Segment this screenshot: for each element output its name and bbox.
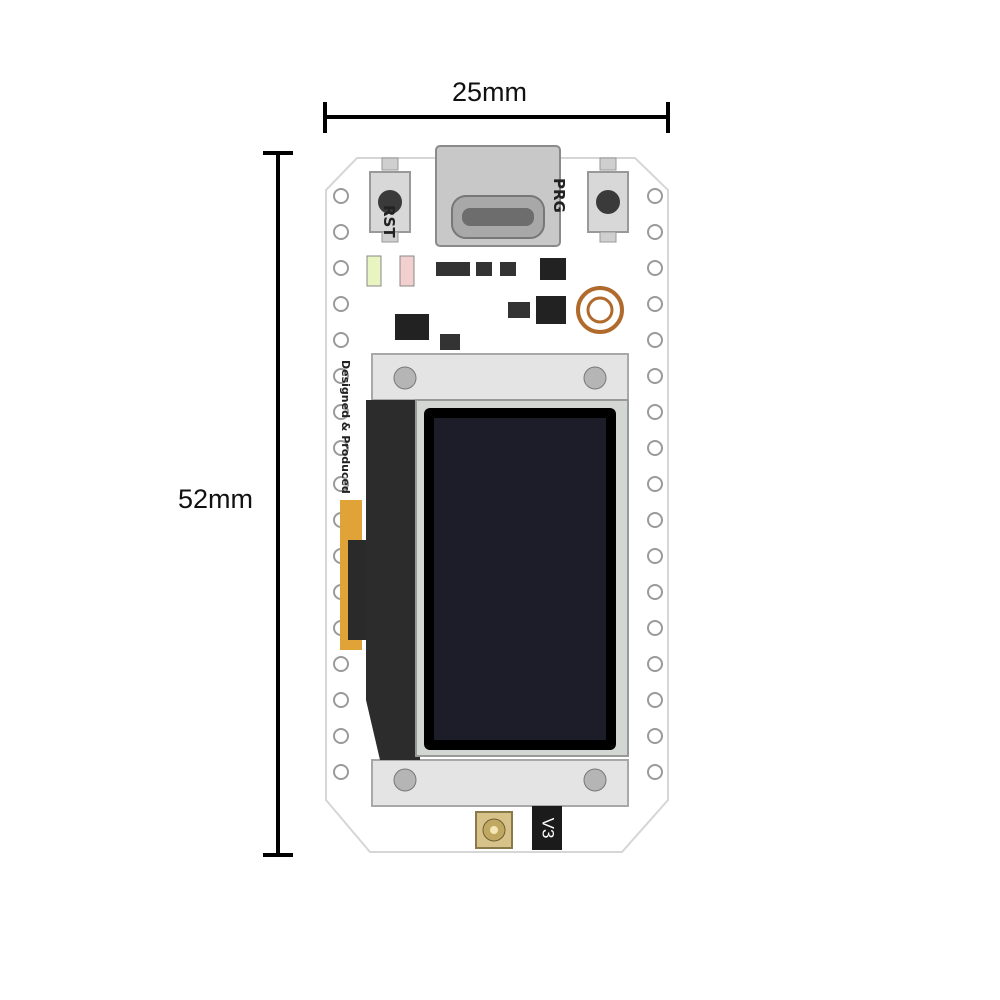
- small-components: [366, 255, 624, 350]
- height-label: 52mm: [178, 484, 254, 514]
- display-bracket: [371, 353, 629, 807]
- display-glass-edge: [366, 400, 420, 760]
- oled-display-active-area: [434, 418, 606, 740]
- version-badge: V3: [532, 806, 562, 850]
- display-flex-cable: [340, 500, 366, 650]
- width-label: 25mm: [452, 77, 528, 107]
- program-button: [587, 157, 629, 243]
- program-silkscreen-label: PRG: [550, 178, 568, 213]
- antenna-connector: [475, 811, 513, 849]
- reset-silkscreen-label: RST: [380, 205, 398, 238]
- version-badge-text: V3: [537, 817, 557, 839]
- height-dimension-bar: [263, 151, 293, 857]
- reset-button: [369, 157, 411, 243]
- width-dimension-bar: [323, 102, 670, 133]
- right-pin-header: [647, 188, 663, 780]
- usb-c-connector: [435, 145, 561, 247]
- designed-silkscreen-text: Designed & Produced: [339, 360, 352, 494]
